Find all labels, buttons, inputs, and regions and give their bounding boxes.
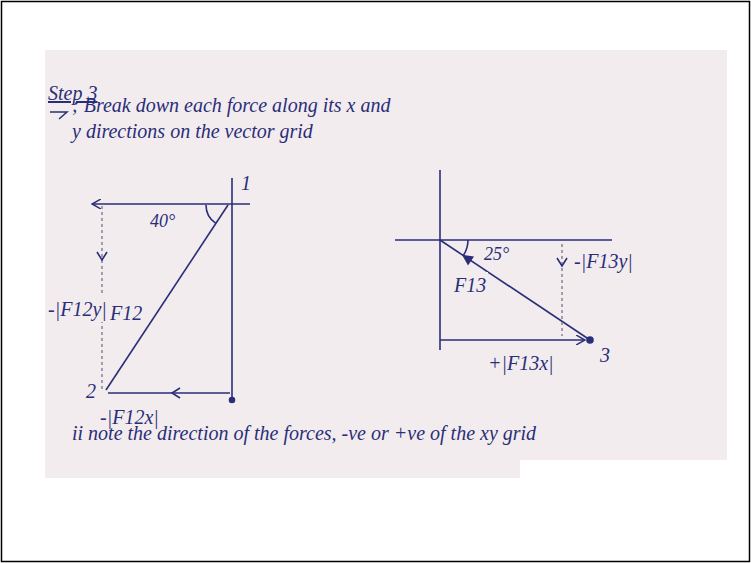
x-axis <box>93 203 250 205</box>
component-label: -|F12y| <box>46 296 109 322</box>
force-label: F13 <box>452 272 488 298</box>
angle-arc <box>206 205 216 223</box>
component-line <box>561 244 563 336</box>
component-label: +|F13x| <box>486 350 556 376</box>
point-label: 3 <box>598 342 612 368</box>
step-arrow <box>50 112 67 119</box>
force-label: F12 <box>108 300 144 326</box>
paper <box>45 50 727 478</box>
component-label: -|F13y| <box>572 248 635 274</box>
angle-label: 25° <box>482 241 511 267</box>
note-text: ii note the direction of the forces, -ve… <box>72 420 652 446</box>
component-line <box>440 339 584 341</box>
white-patch <box>520 460 727 478</box>
angle-arc <box>463 240 468 256</box>
dot <box>230 398 235 403</box>
force-vector <box>440 240 590 340</box>
dot <box>587 337 593 343</box>
component-line <box>108 392 230 394</box>
y-axis <box>231 178 233 398</box>
force-vector <box>106 205 228 390</box>
instruction-text: ; Break down each force along its x and … <box>72 92 402 144</box>
point-label: 2 <box>84 378 98 404</box>
left-arrow <box>172 388 180 398</box>
force-diagram-f12 <box>93 178 250 403</box>
down-arrow <box>557 258 567 266</box>
arrowhead <box>462 255 474 266</box>
down-arrow <box>97 252 107 260</box>
angle-label: 40° <box>148 208 177 234</box>
point-label: 1 <box>239 170 253 196</box>
y-axis <box>439 170 441 350</box>
